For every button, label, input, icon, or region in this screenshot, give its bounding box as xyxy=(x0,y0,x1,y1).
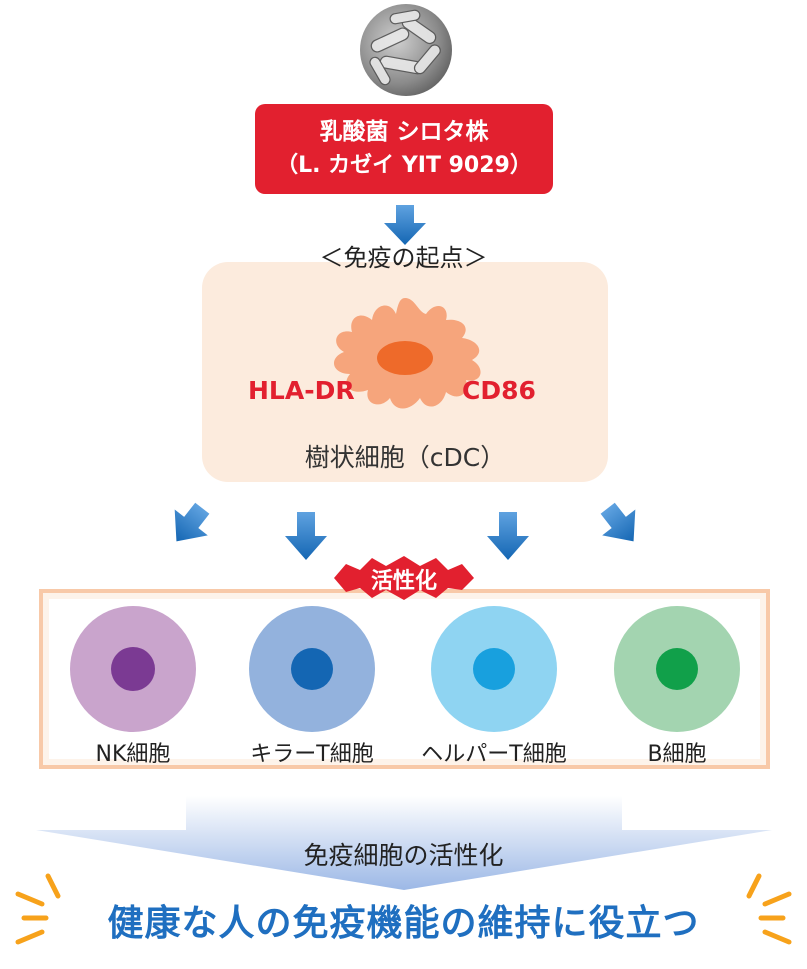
marker-hla-dr: HLA-DR xyxy=(248,376,355,405)
cell-label-helper-t: ヘルパーT細胞 xyxy=(421,742,567,767)
bacteria-photo xyxy=(360,4,452,96)
cell-label-nk: NK細胞 xyxy=(95,742,171,767)
cell-label-killer-t: キラーT細胞 xyxy=(250,742,374,767)
down-arrow-icon xyxy=(384,205,426,245)
dendritic-cell-label: 樹状細胞（cDC） xyxy=(304,443,506,472)
immune-activation-text: 免疫細胞の活性化 xyxy=(303,841,504,870)
helper-t-cell xyxy=(431,606,557,732)
down-arrow-icon xyxy=(487,512,529,560)
nk-cell xyxy=(70,606,196,732)
down-arrow-icon xyxy=(600,502,636,542)
sparkle-icon xyxy=(746,873,792,945)
strain-id: （L. カゼイ YIT 9029） xyxy=(276,153,532,178)
down-arrow-icon xyxy=(285,512,327,560)
funnel-arrow xyxy=(36,796,772,890)
activation-badge xyxy=(334,556,474,600)
down-arrow-icon xyxy=(174,502,210,542)
strain-name: 乳酸菌 シロタ株 xyxy=(319,119,489,145)
activation-label: 活性化 xyxy=(370,569,437,594)
strain-box: 乳酸菌 シロタ株 （L. カゼイ YIT 9029） xyxy=(255,104,553,194)
immune-origin-label: ＜免疫の起点＞ xyxy=(319,244,488,272)
marker-cd86: CD86 xyxy=(462,376,536,405)
dendritic-cell-icon xyxy=(333,298,481,409)
killer-t-cell xyxy=(249,606,375,732)
b-cell xyxy=(614,606,740,732)
sparkle-icon xyxy=(15,873,61,945)
health-benefit-headline: 健康な人の免疫機能の維持に役立つ xyxy=(107,903,700,944)
cell-label-b: B細胞 xyxy=(647,742,707,767)
